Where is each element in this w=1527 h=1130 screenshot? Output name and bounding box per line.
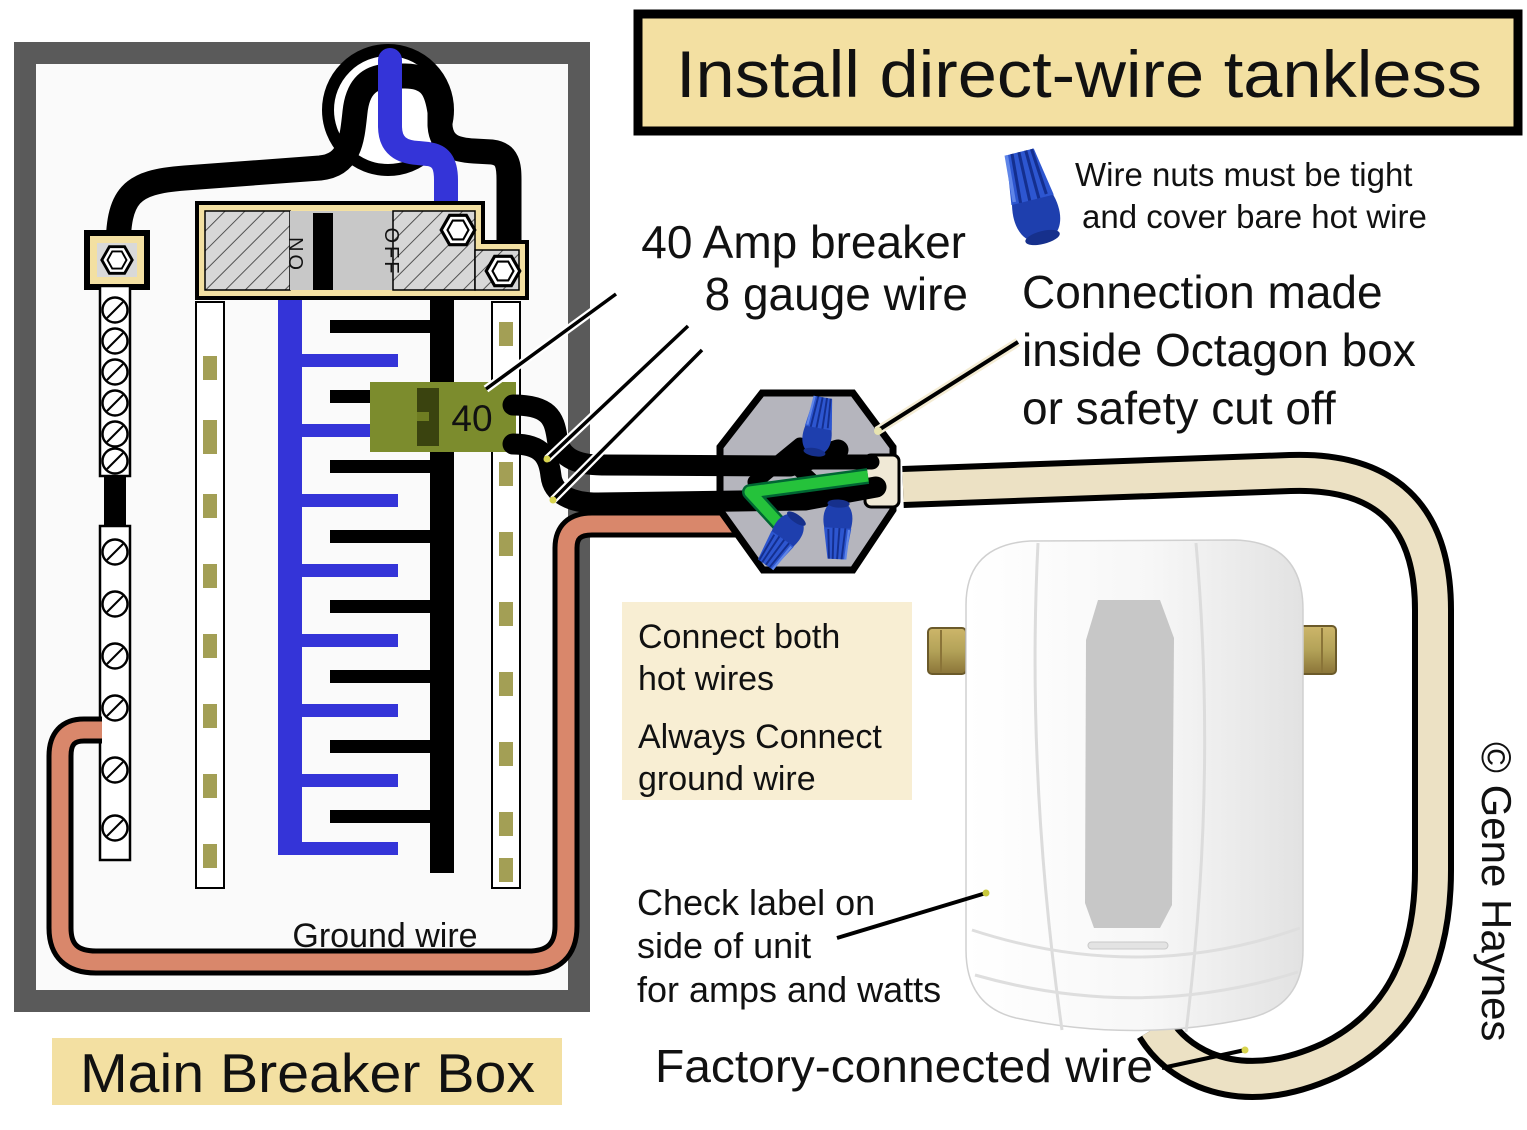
strip-link-wire bbox=[104, 476, 126, 526]
page-title: Install direct-wire tankless bbox=[676, 37, 1482, 111]
factory-wire-label: Factory-connected wire bbox=[655, 1040, 1153, 1092]
neutral-lug bbox=[84, 230, 150, 290]
heater-label-panel bbox=[1085, 600, 1174, 928]
svg-text:for amps and watts: for amps and watts bbox=[637, 969, 941, 1010]
breaker-40-amp: 40 bbox=[370, 382, 516, 452]
neutral-bus-bar bbox=[278, 298, 398, 855]
svg-text:40 Amp breaker: 40 Amp breaker bbox=[641, 216, 966, 268]
switch-on-label: ON bbox=[286, 234, 308, 270]
check-label-note: Check label on side of unit for amps and… bbox=[637, 882, 941, 1010]
switch-off-label: OFF bbox=[380, 228, 402, 277]
copyright-text: © Gene Haynes bbox=[1473, 742, 1520, 1041]
hex-nut-icon bbox=[484, 254, 522, 288]
ground-wire bbox=[46, 510, 770, 976]
connect-note-box: Connect both hot wires Always Connect gr… bbox=[622, 602, 912, 800]
ground-wire-label: Ground wire bbox=[292, 917, 477, 955]
incoming-neutral-wire bbox=[378, 48, 458, 220]
panel-caption: Main Breaker Box bbox=[80, 1042, 535, 1104]
breaker-box: ON OFF 40 Ground wire bbox=[14, 42, 770, 1012]
wire-nut-note: Wire nuts must be tight and cover bare h… bbox=[1075, 156, 1427, 235]
svg-text:hot wires: hot wires bbox=[638, 660, 774, 698]
left-neutral-bar bbox=[195, 301, 225, 889]
panel-caption-box: Main Breaker Box bbox=[52, 1038, 562, 1105]
svg-text:Connect both: Connect both bbox=[638, 618, 840, 656]
terminal-strip-lower bbox=[98, 524, 132, 862]
svg-text:and cover bare hot wire: and cover bare hot wire bbox=[1082, 198, 1427, 235]
water-heater-unit bbox=[927, 539, 1337, 1033]
ground-jumper-wire bbox=[742, 468, 870, 534]
connection-pointer-line bbox=[874, 338, 1021, 435]
svg-text:Check label on: Check label on bbox=[637, 882, 875, 923]
svg-text:Connection made: Connection made bbox=[1022, 266, 1383, 318]
svg-text:ground wire: ground wire bbox=[638, 760, 816, 798]
breaker-pointer-lines bbox=[483, 290, 705, 504]
svg-text:Always Connect: Always Connect bbox=[638, 718, 882, 756]
wire-nut-icon bbox=[996, 144, 1069, 252]
svg-text:or safety cut off: or safety cut off bbox=[1022, 382, 1336, 434]
main-switch: ON OFF bbox=[195, 201, 529, 300]
factory-wire-pointer-line bbox=[1161, 1046, 1249, 1070]
breaker-note: 40 Amp breaker 8 gauge wire bbox=[641, 216, 968, 320]
breaker-amp-label: 40 bbox=[451, 398, 492, 439]
factory-cable bbox=[902, 451, 1454, 1100]
connection-note: Connection made inside Octagon box or sa… bbox=[1022, 266, 1416, 434]
svg-text:Wire nuts must be tight: Wire nuts must be tight bbox=[1075, 156, 1412, 193]
svg-text:8 gauge wire: 8 gauge wire bbox=[705, 268, 968, 320]
title-box: Install direct-wire tankless bbox=[633, 9, 1523, 136]
heater-vent-slot bbox=[1087, 941, 1169, 950]
hex-nut-icon bbox=[439, 213, 477, 247]
hex-nut-icon bbox=[100, 245, 134, 275]
terminal-strip-upper bbox=[98, 284, 132, 478]
switch-toggle bbox=[313, 213, 333, 290]
svg-text:side of unit: side of unit bbox=[637, 925, 811, 966]
svg-text:inside Octagon box: inside Octagon box bbox=[1022, 324, 1416, 376]
check-label-pointer-line bbox=[836, 889, 990, 940]
